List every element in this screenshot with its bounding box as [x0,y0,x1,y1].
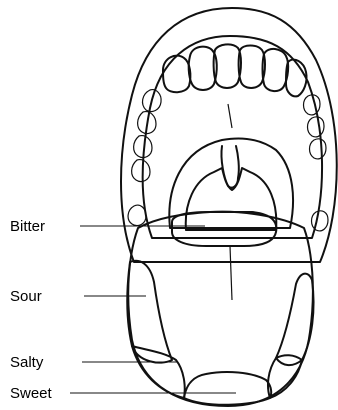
tooth [163,56,190,93]
label-sweet: Sweet [10,385,53,402]
tooth [239,46,265,89]
palate-midline [228,104,232,128]
right-molars [304,95,329,231]
lips [121,8,337,262]
tongue-salty-left [132,346,185,398]
tooth [304,95,321,115]
label-salty: Salty [10,354,44,371]
tooth [263,49,289,91]
label-bitter: Bitter [10,218,45,235]
tongue-sour-right [276,274,314,365]
tooth [189,47,217,90]
tooth [312,211,329,231]
uvula [221,146,238,188]
tongue-sweet-tip [184,372,271,405]
label-sour: Sour [10,288,42,305]
throat [186,168,277,230]
tongue-salty-right [268,355,302,398]
tooth [132,160,150,182]
tongue [128,212,313,406]
tongue-midline [230,246,232,300]
tooth [128,205,146,225]
tooth [308,117,325,137]
tooth [310,139,327,159]
